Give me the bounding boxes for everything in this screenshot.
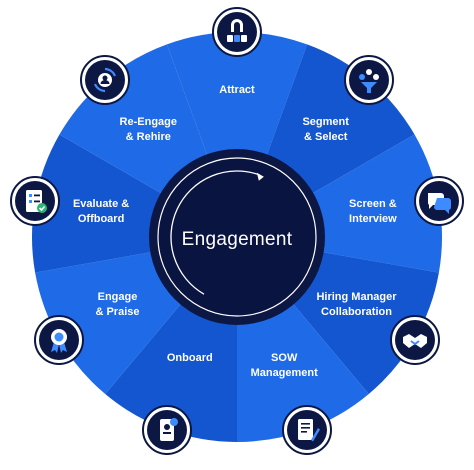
center-circle [157, 157, 317, 317]
segment-badge [80, 54, 131, 105]
cycle-arrow-arc [170, 170, 260, 295]
rehire-cycle-icon [85, 59, 126, 100]
id-badge-icon [146, 409, 187, 450]
checklist-icon [15, 181, 56, 222]
magnet-people-icon [217, 12, 257, 52]
segment-label: Screen & Interview [349, 198, 397, 226]
segment-badge [10, 176, 61, 227]
segment-label: Engage & Praise [95, 291, 140, 318]
award-ribbon-icon [39, 319, 80, 360]
segment-badge [212, 7, 262, 57]
segment-badge [282, 404, 333, 455]
segment-label: Re-Engage & Rehire [119, 116, 178, 144]
people-funnel-icon [348, 59, 389, 100]
segment-label: Hiring Manager Collaboration [316, 291, 397, 318]
handshake-icon [394, 319, 435, 360]
document-pen-icon [287, 409, 328, 450]
segment-label: Onboard [166, 351, 213, 364]
segment-badge [141, 404, 192, 455]
segment-label: Segment & Select [302, 116, 349, 144]
segment-label: SOW Management [250, 351, 318, 379]
segment-badge [389, 314, 440, 365]
segment-label: Attract [219, 84, 255, 96]
wheel-segment [166, 31, 308, 237]
chat-bubbles-icon [418, 181, 459, 222]
center-title: Engagement [181, 229, 293, 250]
segment-label: Evaluate & Offboard [72, 198, 130, 226]
segment-badge [34, 314, 85, 365]
segment-badge [413, 176, 464, 227]
cycle-arrow-head [256, 172, 264, 181]
segment-badge [343, 54, 394, 105]
